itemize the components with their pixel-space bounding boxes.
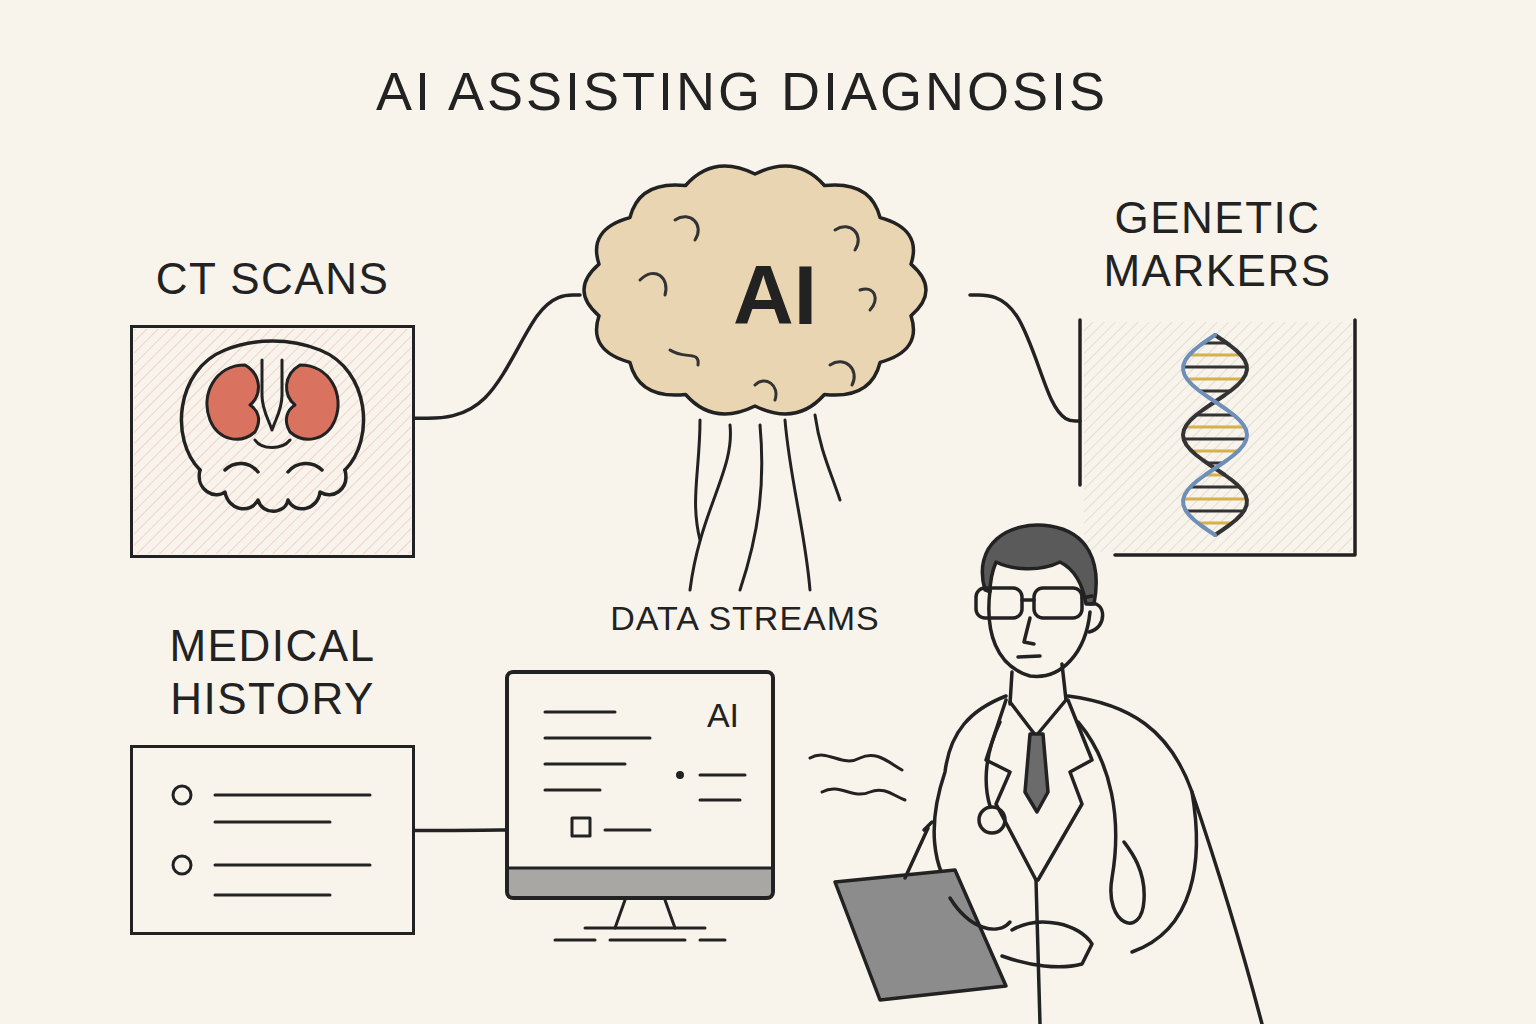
illustration-stroke: [509, 867, 771, 870]
ct-scan-image: [134, 329, 411, 554]
illustration-stroke: [615, 900, 675, 928]
illustration-stroke: [1183, 366, 1247, 369]
illustration-stroke: [255, 440, 290, 448]
illustration-stroke: [905, 822, 932, 878]
brain-fold: [860, 289, 875, 310]
connector-line: [415, 828, 505, 832]
brain-fold: [675, 217, 698, 240]
monitor-content: [509, 712, 771, 940]
illustration-stroke: [950, 898, 1010, 929]
monitor-screen: AI: [505, 670, 775, 900]
illustration-stroke: [1183, 335, 1247, 535]
brain-fold: [830, 362, 854, 385]
illustration-stroke: [207, 365, 259, 439]
illustration-stroke: [545, 712, 650, 790]
illustration-stroke: [979, 807, 1005, 833]
illustration-stroke: [1192, 450, 1239, 453]
ct-scan-box: CT SCANS: [130, 325, 415, 558]
illustration-stroke: [1034, 588, 1082, 618]
brain-fold: [670, 350, 698, 365]
illustration-stroke: [555, 939, 725, 942]
illustration-stroke: [986, 700, 1036, 880]
brain-fold: [835, 227, 858, 250]
illustration-stroke: [1183, 335, 1247, 535]
illustration-stroke: [1190, 486, 1239, 489]
node-text: AI: [707, 698, 739, 732]
illustration-stroke: [1022, 596, 1092, 600]
illustration-stroke: [1018, 618, 1040, 657]
diagram-title: AI ASSISTING DIAGNOSIS: [0, 62, 1510, 121]
history-list: [173, 786, 370, 895]
illustration-stroke: [700, 775, 745, 800]
illustration-stroke: [835, 870, 1006, 1000]
illustration-stroke: [225, 463, 322, 472]
illustration-stroke: [199, 470, 346, 511]
illustration-stroke: [822, 789, 905, 800]
data-wave: [810, 755, 905, 800]
illustration-stroke: [976, 588, 1022, 618]
illustration-stroke: [1002, 922, 1092, 967]
illustration-stroke: [286, 365, 338, 439]
illustration-stroke: [181, 341, 363, 470]
dna-helix: [1183, 335, 1247, 535]
illustration-stroke: [1078, 320, 1082, 485]
doctor-figure: [835, 525, 1262, 1024]
illustration-stroke: [785, 420, 810, 590]
illustration-stroke: [696, 420, 700, 540]
illustration-stroke: [690, 425, 730, 590]
illustration-stroke: [134, 320, 1355, 1024]
illustration-stroke: [815, 415, 840, 500]
illustration-stroke: [1132, 792, 1196, 952]
illustration-stroke: [509, 868, 771, 896]
ai-brain: AI: [580, 160, 970, 430]
illustration-stroke: [1036, 880, 1040, 1024]
illustration-stroke: [1078, 722, 1144, 923]
illustration-stroke: [1186, 510, 1244, 513]
illustration-stroke: [989, 590, 1090, 676]
illustration-stroke: [1084, 322, 1352, 552]
illustration-stroke: [1184, 438, 1247, 441]
node-text: AI: [580, 253, 970, 337]
illustration-stroke: [1183, 498, 1246, 501]
stream-label: DATA STREAMS: [560, 600, 930, 637]
illustration-stroke: [215, 865, 370, 895]
box-heading: GENETIC MARKERS: [1078, 192, 1358, 298]
illustration-stroke: [215, 795, 370, 822]
illustration-stroke: [740, 425, 762, 590]
illustration-stroke: [1068, 696, 1262, 1024]
illustration-stroke: [1025, 734, 1048, 812]
illustration-stroke: [1115, 320, 1355, 555]
brain-fold: [640, 273, 666, 295]
illustration-stroke: [1089, 604, 1103, 632]
illustration-stroke: [134, 329, 411, 554]
illustration-stroke: [1198, 522, 1232, 525]
connector-line: [415, 295, 580, 418]
brain-fold: [755, 381, 776, 400]
connector-line: [970, 295, 1080, 421]
illustration-stroke: [1187, 378, 1243, 381]
illustration-stroke: [1010, 664, 1066, 704]
illustration-stroke: [810, 755, 902, 770]
history-box: MEDICAL HISTORY: [130, 745, 415, 935]
illustration-stroke: [585, 927, 705, 930]
illustration-stroke: [572, 818, 590, 836]
box-heading: MEDICAL HISTORY: [133, 620, 413, 726]
illustration-stroke: [986, 722, 1000, 806]
brain-stems: [690, 415, 840, 590]
box-heading: CT SCANS: [133, 253, 413, 306]
illustration-stroke: [173, 786, 191, 804]
illustration-stroke: [1196, 414, 1234, 417]
illustration-stroke: [173, 856, 191, 874]
illustration-stroke: [1010, 700, 1066, 736]
illustration-stroke: [678, 773, 683, 778]
illustration-stroke: [1185, 426, 1245, 429]
genetic-frame: [1080, 320, 1355, 555]
illustration-stroke: [605, 829, 650, 832]
genetic-box: GENETIC MARKERS: [1080, 320, 1355, 555]
illustration-stroke: [262, 360, 282, 430]
illustration-stroke: [1189, 354, 1241, 357]
